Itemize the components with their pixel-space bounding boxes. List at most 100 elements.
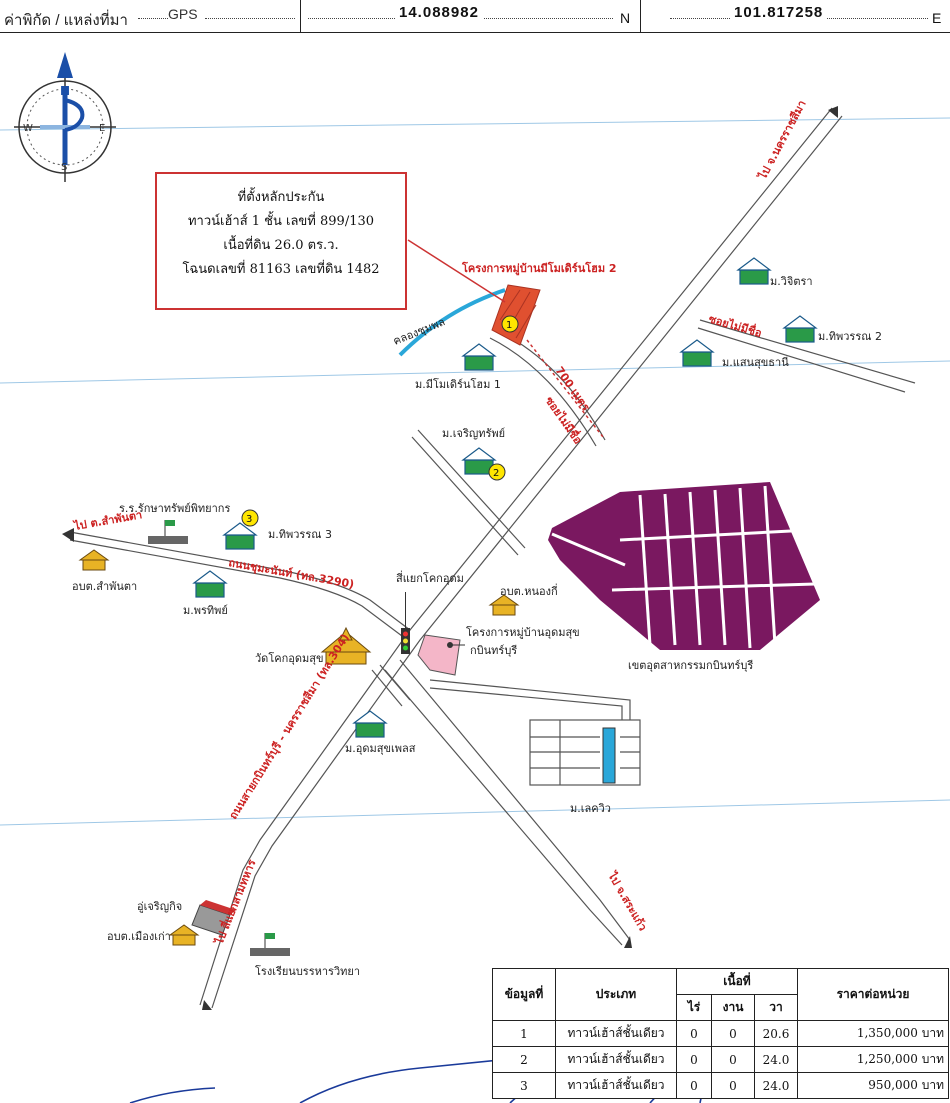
longitude-value: 101.817258	[730, 4, 828, 21]
school-icon	[250, 933, 290, 956]
label-charoensap: ม.เจริญทรัพย์	[442, 427, 505, 440]
lake	[602, 727, 616, 784]
label-obt-nongki: อบต.หนองกี่	[500, 583, 558, 598]
marker-2: 2	[488, 463, 506, 481]
house-icon	[461, 343, 497, 371]
latitude-cell: 14.088982 N	[300, 0, 641, 32]
label-wijitra: ม.วิจิตรา	[770, 275, 813, 288]
label-industrial: เขตอุตสาหกรรมกบินทร์บุรี	[628, 659, 753, 672]
scan-line	[0, 799, 950, 826]
house-icon	[782, 315, 818, 343]
label-intersection: สี่แยกโคกอุดม	[396, 570, 464, 585]
cell-price: 950,000 บาท	[797, 1072, 949, 1099]
cell-no: 3	[492, 1072, 556, 1099]
header-dots	[138, 16, 168, 19]
th-price: ราคาต่อหน่วย	[797, 968, 949, 1021]
road-junction	[371, 664, 411, 707]
label-udomsuk-project-2: กบินทร์บุรี	[470, 644, 517, 657]
government-office-icon	[488, 594, 520, 616]
cell-price: 1,350,000 บาท	[797, 1020, 949, 1047]
coordinate-header: ค่าพิกัด / แหล่งที่มา GPS 14.088982 N 10…	[0, 0, 950, 33]
cell-price: 1,250,000 บาท	[797, 1046, 949, 1073]
soi-east	[697, 319, 916, 393]
info-area: เนื้อที่ดิน 26.0 ตร.ว.	[223, 238, 339, 253]
label-road-3290: ถนนชุมะนันท์ (ทล.3290)	[227, 556, 355, 592]
collateral-info-box: ที่ตั้งหลักประกัน ทาวน์เฮ้าส์ 1 ชั้น เลข…	[155, 172, 407, 310]
label-school2: โรงเรียนบรรหารวิทยา	[255, 964, 360, 978]
label-tippawan3: ม.ทิพวรรณ 3	[268, 528, 332, 541]
soi-project	[489, 329, 606, 447]
lakeview-grid	[529, 719, 641, 786]
th-rai: ไร่	[676, 994, 712, 1021]
table-row: 1 ทาวน์เฮ้าส์ชั้นเดียว 0 0 20.6 1,350,00…	[492, 1020, 949, 1047]
cell-type: ทาวน์เฮ้าส์ชั้นเดียว	[555, 1046, 677, 1073]
marker-1-label: 1	[506, 320, 512, 331]
canal	[398, 288, 506, 357]
label-udomsuk-project-1: โครงการหมู่บ้านอุดมสุข	[466, 625, 580, 639]
house-icon	[192, 570, 228, 598]
label-temple: วัดโคกอุดมสุข	[255, 651, 323, 665]
cell-ngan: 0	[711, 1020, 755, 1047]
table-row: 3 ทาวน์เฮ้าส์ชั้นเดียว 0 0 24.0 950,000 …	[492, 1072, 949, 1099]
cell-no: 2	[492, 1046, 556, 1073]
udomsuk-project-area	[417, 634, 461, 676]
house-icon	[352, 710, 388, 738]
label-obt-muangkao: อบต.เมืองเก่า	[107, 930, 171, 943]
cell-ngan: 0	[711, 1072, 755, 1099]
cell-no: 1	[492, 1020, 556, 1047]
latitude-value: 14.088982	[395, 4, 483, 21]
distance-arrow	[526, 339, 604, 438]
th-area: เนื้อที่	[676, 968, 798, 995]
compass-n: N	[60, 84, 70, 98]
th-type: ประเภท	[555, 968, 677, 1021]
arrow-north-icon	[828, 106, 838, 118]
label-school: ร.ร.รักษาทรัพย์พิทยากร	[119, 502, 230, 515]
local-road	[429, 679, 631, 720]
house-icon	[222, 522, 258, 550]
marker-1: 1	[501, 315, 519, 333]
garage-icon	[191, 900, 236, 936]
cell-rai: 0	[676, 1072, 712, 1099]
marker-3-label: 3	[246, 514, 252, 525]
info-title: ที่ตั้งหลักประกัน	[237, 190, 325, 205]
callout-line	[407, 239, 506, 303]
cell-type: ทาวน์เฮ้าส์ชั้นเดียว	[555, 1072, 677, 1099]
compass-e: E	[99, 123, 105, 134]
label-to-sakaeo: ไป จ.สระแก้ว	[604, 868, 650, 933]
marker-2-label: 2	[493, 468, 499, 479]
temple-icon	[320, 626, 372, 665]
traffic-light-icon	[401, 592, 410, 654]
road-sakaeo	[384, 659, 631, 946]
cell-rai: 0	[676, 1046, 712, 1073]
scan-line	[0, 117, 950, 131]
label-to-intersection: ไป สี่แยกสามทหาร	[210, 857, 258, 948]
arrow-west-icon	[62, 528, 74, 542]
label-yoocharoen: อู่เจริญกิจ	[137, 900, 182, 913]
cell-wa: 24.0	[754, 1046, 798, 1073]
comparable-table: ข้อมูลที่ ประเภท เนื้อที่ ราคาต่อหน่วย ไ…	[492, 968, 949, 1099]
government-office-icon	[168, 924, 200, 946]
label-to-samphanta: ไป ต.สำพันตา	[71, 507, 143, 533]
soi-charoensap	[411, 429, 526, 556]
label-tippawan2: ม.ทิพวรรณ 2	[818, 330, 882, 343]
label-udomsuk-place: ม.อุดมสุขเพลส	[345, 742, 416, 755]
cell-wa: 20.6	[754, 1020, 798, 1047]
info-building: ทาวน์เฮ้าส์ 1 ชั้น เลขที่ 899/130	[187, 214, 375, 229]
arrow-southwest-icon	[202, 1000, 212, 1010]
label-obt-samphanta: อบต.สำพันตา	[72, 580, 137, 593]
th-no: ข้อมูลที่	[492, 968, 556, 1021]
industrial-zone	[548, 482, 820, 650]
cell-type: ทาวน์เฮ้าส์ชั้นเดียว	[555, 1020, 677, 1047]
cell-rai: 0	[676, 1020, 712, 1047]
marker-3: 3	[241, 509, 259, 527]
label-soi-nameless-2: ซอยไม่มีชื่อ	[707, 310, 764, 339]
header-label-cell: ค่าพิกัด / แหล่งที่มา GPS	[0, 0, 301, 32]
info-deed: โฉนดเลขที่ 81163 เลขที่ดิน 1482	[182, 262, 380, 277]
label-project2: โครงการหมู่บ้านมีโมเดิร์นโฮม 2	[461, 261, 617, 276]
label-meemodern1: ม.มีโมเดิร์นโฮม 1	[415, 377, 501, 391]
longitude-unit: E	[932, 10, 942, 26]
th-wa: วา	[754, 994, 798, 1021]
header-dots	[205, 16, 295, 19]
house-icon	[679, 339, 715, 367]
